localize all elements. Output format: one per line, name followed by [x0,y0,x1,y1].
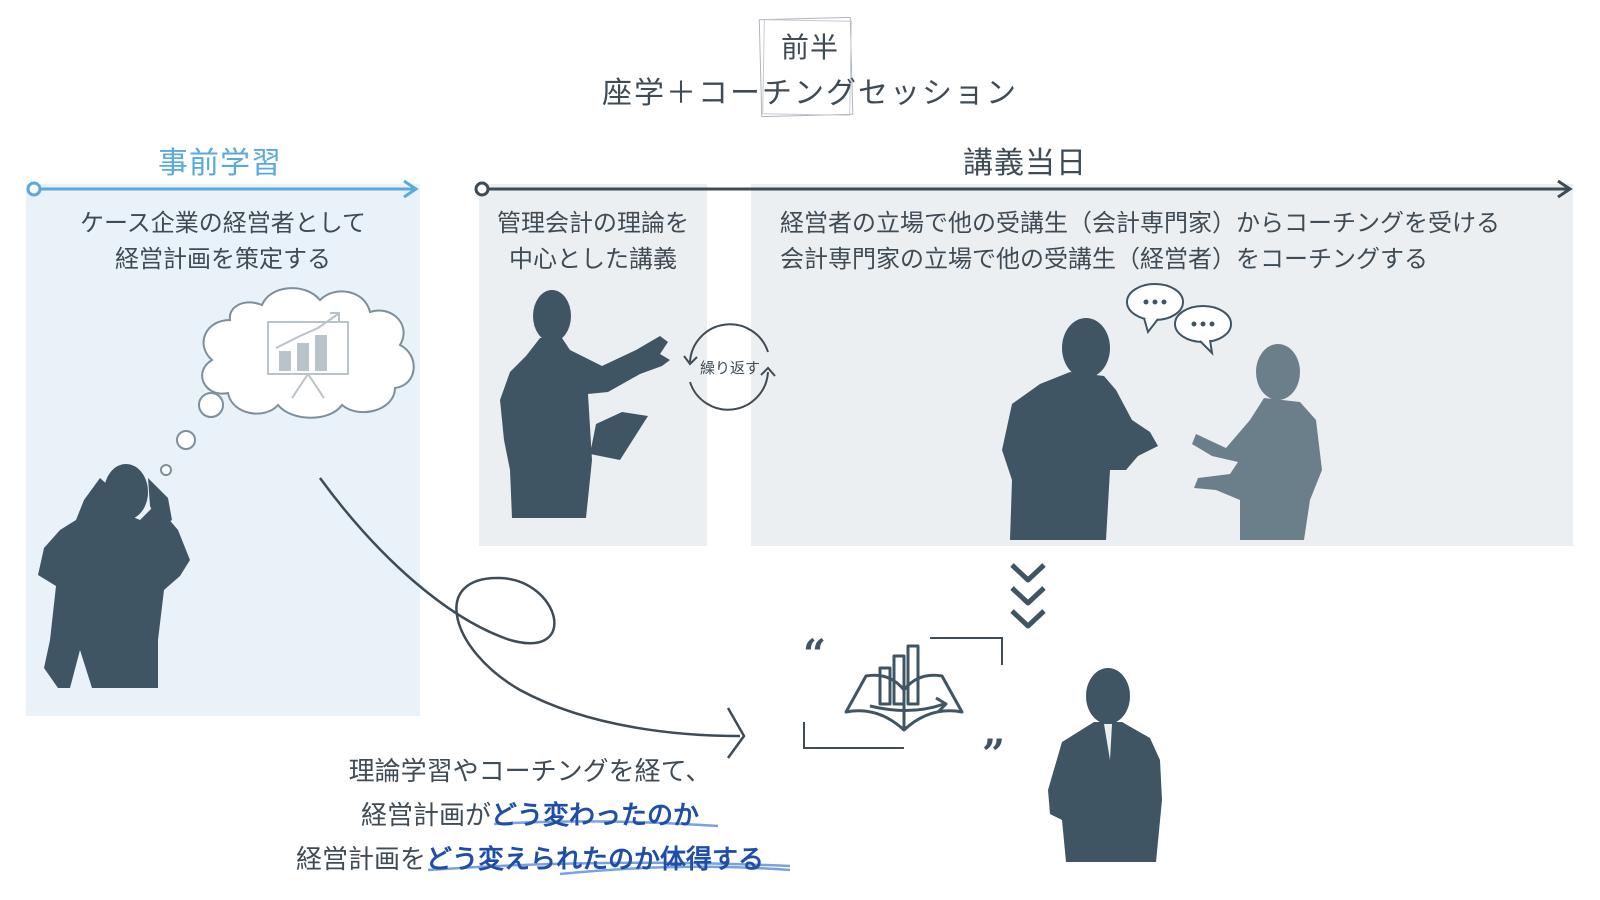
pre-study-line-2: 経営計画を策定する [115,245,331,273]
coaching-panel [751,184,1573,546]
emphasis-underline [427,820,791,876]
lecture-text: 管理会計の理論を 中心とした講義 [479,205,707,277]
worried-person-silhouette [38,464,190,688]
quote-frame [803,637,1003,749]
chevron-down-icon [1010,563,1046,629]
coaching-line-1: 経営者の立場で他の受講生（会計専門家）からコーチングを受ける [780,209,1500,237]
businessman-silhouette [1048,668,1162,862]
conclusion-line-3-emphasis: どう変えられたのか体得する [426,845,765,875]
repeat-loop-icon [683,323,776,411]
conclusion-line-1: 理論学習やコーチングを経て、 [348,757,712,787]
accountant-silhouette [1192,344,1322,540]
svg-text:“: “ [803,631,826,678]
speech-bubble-icon [1126,283,1184,335]
pre-study-timeline-arrow [26,179,419,199]
chart-board-icon [267,312,349,399]
thought-cloud-icon [160,287,415,476]
coaching-text: 経営者の立場で他の受講生（会計専門家）からコーチングを受ける 会計専門家の立場で… [780,205,1570,277]
conclusion-text: 理論学習やコーチングを経て、 経営計画がどう変わったのか 経営計画をどう変えられ… [230,750,830,882]
conclusion-line-3-plain: 経営計画を [295,845,426,875]
lecture-day-timeline-arrow [474,179,1573,199]
conclusion-line-2: 経営計画がどう変わったのか [230,794,830,838]
conclusion-line-2-emphasis: どう変わったのか [491,801,700,831]
conclusion-line-3: 経営計画をどう変えられたのか体得する [230,838,830,882]
header-first-half: 前半 [780,31,839,64]
svg-text:”: ” [982,731,1005,778]
process-curve-arrow [318,477,746,759]
conclusion-line-2-plain: 経営計画が [360,801,491,831]
lecturer-silhouette [500,290,670,518]
pre-study-line-1: ケース企業の経営者として [79,209,367,237]
header-session-title: 座学＋コーチングセッション [602,76,1018,111]
book-chart-icon [844,644,964,732]
executive-silhouette [1002,318,1158,540]
coaching-line-2: 会計専門家の立場で他の受講生（経営者）をコーチングする [780,245,1428,273]
quote-icon: “ ” [803,631,1005,778]
lecture-line-1: 管理会計の理論を [497,209,689,237]
pre-study-text: ケース企業の経営者として 経営計画を策定する [26,205,420,277]
lecture-line-2: 中心とした講義 [509,245,677,273]
repeat-loop-label: 繰り返す [699,359,760,377]
speech-bubble-icon [1174,305,1232,356]
phase-title-lecture-day: 講義当日 [963,146,1087,181]
phase-title-pre-study: 事前学習 [158,146,282,181]
